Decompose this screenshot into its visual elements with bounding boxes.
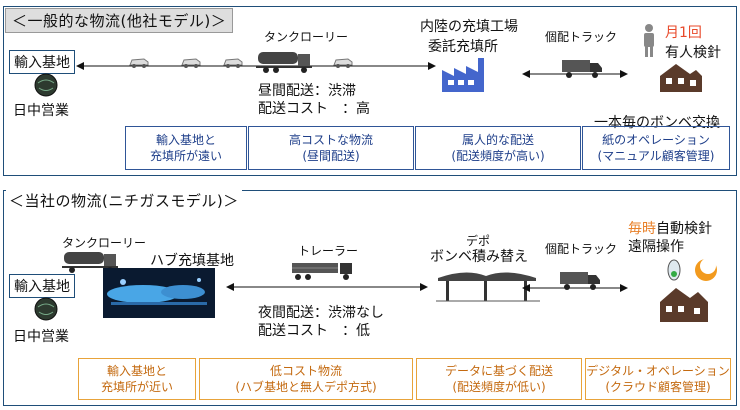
issue-box: 高コストな物流 (昼間配送) xyxy=(248,126,414,170)
issue-box: 属人的な配送 (配送頻度が高い) xyxy=(415,126,581,170)
remote-operation-label: 遠隔操作 xyxy=(628,239,684,255)
depot-label: デポ xyxy=(466,234,491,248)
trailer-truck-icon xyxy=(292,263,352,280)
general-model-title: ＜一般的な物流(他社モデル)＞ xyxy=(5,8,234,33)
issue-box: 紙のオペレーション (マニュアル顧客管理) xyxy=(582,126,730,170)
hub-base-label: ハブ充填基地 xyxy=(150,253,234,269)
car-icon xyxy=(129,58,149,68)
box-truck-icon xyxy=(562,60,602,78)
meter-device-icon xyxy=(667,258,717,281)
delivery-truck-label: 個配トラック xyxy=(545,30,618,44)
import-base-label: 輸入基地 xyxy=(9,50,75,74)
car-icon xyxy=(223,58,243,68)
import-base-label: 輸入基地 xyxy=(9,274,75,298)
issue-box: 輸入基地と充填所が遠い xyxy=(125,126,247,170)
nichigas-model-panel xyxy=(3,190,737,406)
advantage-box: 低コスト物流 (ハブ基地と無人デポ方式) xyxy=(199,358,413,400)
hub-facility-icon xyxy=(103,268,215,318)
issue-line: (マニュアル顧客管理) xyxy=(597,149,715,163)
nichigas-model-title: ＜当社の物流(ニチガスモデル)＞ xyxy=(6,190,242,211)
advantage-line: 充填所が近い xyxy=(100,380,173,394)
delivery-cost-label: 配送コスト ：高 xyxy=(258,101,370,117)
tanker-truck-icon xyxy=(62,252,118,273)
manned-inspection-label: 有人検針 xyxy=(665,45,721,61)
tank-icon xyxy=(34,297,58,321)
issue-line: 紙のオペレーション xyxy=(602,133,710,147)
box-truck-icon xyxy=(560,272,600,290)
advantage-line: (配送頻度が低い) xyxy=(452,380,546,394)
tank-lorry-label: タンクローリー xyxy=(62,236,147,250)
cylinder-exchange-label: 一本毎のボンベ交換 xyxy=(594,115,720,131)
advantage-line: (ハブ基地と無人デポ方式) xyxy=(235,380,377,394)
arrow-icon xyxy=(226,283,428,291)
advantage-box: 輸入基地と充填所が近い xyxy=(78,358,196,400)
advantage-line: 輸入基地と xyxy=(106,364,167,378)
car-icon xyxy=(181,58,201,68)
tanker-truck-icon xyxy=(256,52,312,73)
daytime-label: 日中営業 xyxy=(13,329,69,345)
delivery-cost-label: 配送コスト ：低 xyxy=(258,323,370,339)
arrow-icon xyxy=(522,70,628,78)
arrow-icon xyxy=(76,62,436,70)
issue-line: 輸入基地と xyxy=(155,133,216,147)
advantage-line: 低コスト物流 xyxy=(269,364,342,378)
inland-plant-label: 内陸の充填工場 xyxy=(420,19,518,35)
advantage-line: (クラウド顧客管理) xyxy=(605,380,711,394)
cylinder-transfer-label: ボンベ積み替え xyxy=(430,249,528,265)
house-icon xyxy=(660,288,708,322)
arrow-icon xyxy=(522,284,628,292)
daytime-delivery-label: 昼間配送：渋滞 xyxy=(258,83,356,99)
every-time-label: 毎時 xyxy=(628,221,656,237)
issue-line: 充填所が遠い xyxy=(149,149,222,163)
auto-inspection-label: 毎時自動検針 xyxy=(628,218,712,238)
general-model-panel xyxy=(3,6,737,176)
delivery-truck-label: 個配トラック xyxy=(545,242,618,256)
person-icon xyxy=(644,24,654,57)
depot-icon xyxy=(436,272,540,302)
consignment-plant-label: 委託充填所 xyxy=(428,39,498,55)
auto-inspection-text: 自動検針 xyxy=(656,221,712,237)
tank-lorry-label: タンクローリー xyxy=(264,30,349,44)
issue-line: (昼間配送) xyxy=(302,149,360,163)
factory-icon xyxy=(442,58,484,92)
advantage-box: データに基づく配送 (配送頻度が低い) xyxy=(416,358,582,400)
car-icon xyxy=(333,58,353,68)
issue-line: 高コストな物流 xyxy=(288,133,373,147)
night-delivery-label: 夜間配送：渋滞なし xyxy=(258,305,384,321)
advantage-line: デジタル・オペレーション xyxy=(586,364,730,378)
issue-line: (配送頻度が高い) xyxy=(451,149,545,163)
tank-icon xyxy=(34,73,58,97)
issue-line: 属人的な配送 xyxy=(461,133,534,147)
daytime-label: 日中営業 xyxy=(13,103,69,119)
trailer-label: トレーラー xyxy=(298,244,359,258)
advantage-box: デジタル・オペレーション (クラウド顧客管理) xyxy=(585,358,731,400)
monthly-label: 月1回 xyxy=(665,25,702,41)
advantage-line: データに基づく配送 xyxy=(444,364,553,378)
house-icon xyxy=(660,64,702,92)
